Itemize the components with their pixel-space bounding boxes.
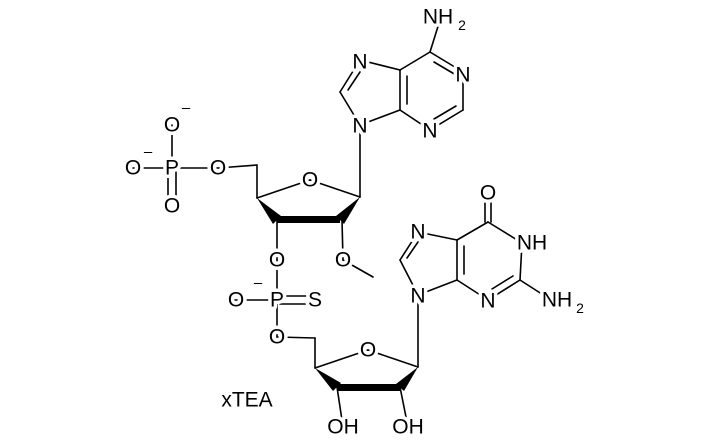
adenine-n9: N [352,115,367,138]
o5-prime-guanosine: O [269,326,285,349]
guanine-n9: N [410,285,425,308]
guanine-carbonyl-o: O [480,182,496,205]
adenine-n7: N [352,51,367,74]
adenine-amine-subscript: 2 [458,17,466,33]
adenine-amine-label: NH [423,6,453,29]
phosphate-o-minus: O [125,157,141,180]
adenine-n1: N [455,64,470,87]
minus-charge: – [182,100,191,117]
thiophosphate-p: P [270,289,284,312]
guanine-n1h: NH [517,232,547,255]
guanine-n7: N [410,221,425,244]
o3-prime-label: O [269,249,285,272]
o5-prime-label: O [210,157,226,180]
guanine-amine-label: NH [542,289,572,312]
minus-charge: – [254,275,263,292]
hydroxyl-2-prime: OH [392,416,424,439]
phosphate-o-top: O [164,114,180,137]
guanine-n3: N [480,290,495,313]
thiophosphate-s: S [308,289,322,312]
thiophosphate-o-minus: O [228,289,244,312]
phosphate-o-double: O [164,195,180,218]
minus-charge: – [144,144,153,161]
methoxy-oxygen: O [335,249,351,272]
atom-labels: NH 2 N N N N O O P O – O – O O O P O – S… [121,2,585,441]
ribose2-ring-oxygen: O [360,339,376,362]
ribose1-ring-oxygen: O [302,169,318,192]
hydroxyl-3-prime: OH [327,416,359,439]
phosphate-p: P [165,157,179,180]
counterion-label: xTEA [221,389,272,412]
adenine-n3: N [422,120,437,143]
guanine-amine-subscript: 2 [576,300,584,316]
bonds [132,19,549,428]
